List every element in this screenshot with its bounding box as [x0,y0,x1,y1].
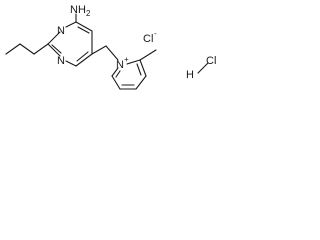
bond-ch2-npyr [105,45,119,61]
bond-h-cl [197,62,209,74]
bond-npyr-c2 [126,59,141,65]
bond-c2-n3-double [51,44,62,54]
bond-c6-npyr-double [115,70,121,78]
bond-propyl-2 [19,43,35,55]
atom-amine-subscript: 2 [86,9,91,18]
bond-n3-c4 [65,60,77,67]
bond-c5-c6 [111,75,121,90]
atom-pyridinium-n: N [116,59,124,71]
bond-propyl-1 [5,43,21,55]
atom-ring-n-top: N [57,25,65,37]
atom-amine-h: H [78,4,86,16]
atom-hcl-h: H [186,69,194,81]
atom-ring-n-bottom: N [57,55,65,67]
pyridinium-ring [111,49,157,90]
bond-c6-c5-double [77,26,90,34]
bond-c2-methyl [139,49,157,61]
propyl-chain [5,43,49,55]
atom-chloride-charge: - [154,29,157,38]
bond-c3-c4 [135,75,147,90]
atom-pyridinium-charge: + [124,55,129,64]
chemical-structure: N H 2 N N N + Cl - H Cl [5,4,216,90]
pyrimidine-ring [47,13,93,67]
methylene-bridge [91,45,119,61]
bond-n1-c6 [65,21,77,28]
bond-c6-c5 [75,21,93,32]
bond-c4-n [75,53,93,67]
bond-c6-npyr [111,67,119,77]
bond-c2-n1 [47,31,61,45]
atom-hcl-cl: Cl [206,55,216,67]
bond-propyl-3 [33,43,49,55]
atom-chloride: Cl [143,33,153,45]
bond-c5-ch2 [91,45,107,55]
bond-c4-n-double [76,51,89,62]
bond-c2-c3-double [136,63,142,76]
bond-c2-c3 [139,59,147,77]
atom-amine-n: N [70,4,78,16]
bond-c2-n3 [47,43,61,57]
